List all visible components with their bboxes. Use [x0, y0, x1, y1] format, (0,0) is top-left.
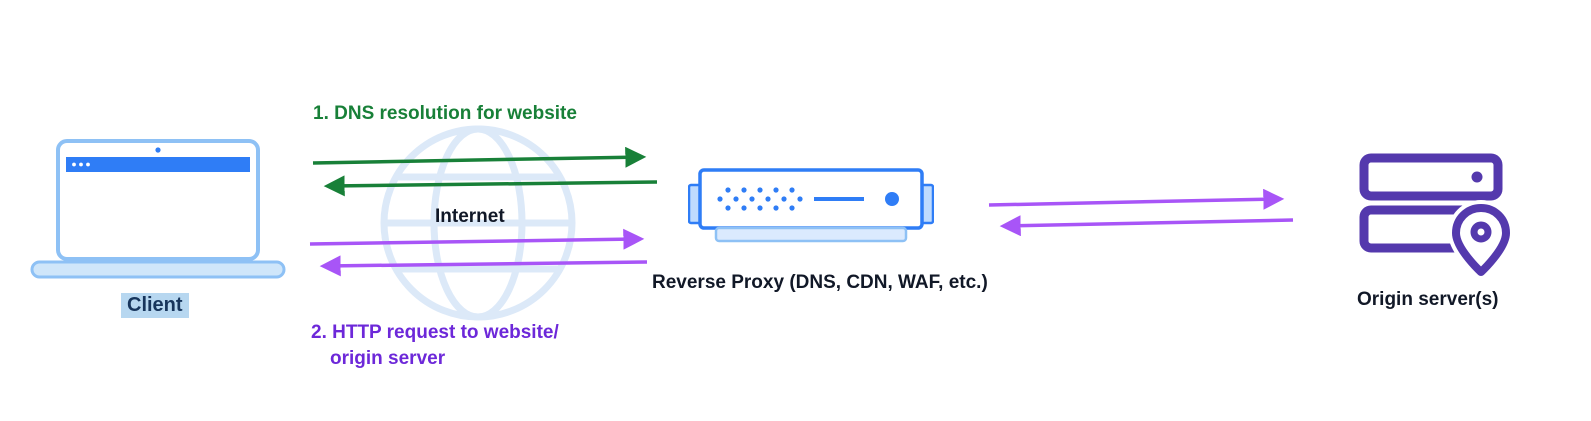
origin-rack-top [1359, 153, 1503, 201]
step2-annotation-line2: origin server [330, 348, 446, 369]
laptop-icon [30, 139, 286, 279]
reverse-proxy-icon [688, 168, 934, 243]
location-pin-icon [1447, 199, 1515, 280]
origin-server-label: Origin server(s) [1357, 289, 1499, 310]
origin-rack-dot [1471, 171, 1483, 183]
step2-annotation-line1: 2. HTTP request to website/ [311, 322, 559, 343]
dns-request-arrow [312, 146, 647, 168]
http-request-arrow [309, 228, 645, 250]
proxy-to-origin-arrow [988, 188, 1285, 210]
dns-response-arrow [323, 175, 658, 197]
proxy-dot-pattern [717, 187, 803, 211]
internet-label: Internet [435, 206, 505, 227]
reverse-proxy-label: Reverse Proxy (DNS, CDN, WAF, etc.) [652, 272, 988, 293]
origin-server-icon [1359, 153, 1515, 280]
client-label: Client [121, 293, 189, 318]
proxy-indicator-dot [885, 192, 899, 206]
laptop-titlebar [66, 157, 250, 172]
proxy-base [714, 226, 908, 243]
origin-to-proxy-arrow [999, 215, 1294, 237]
globe-icon [380, 125, 576, 321]
laptop-base [30, 260, 286, 279]
http-response-arrow [319, 255, 648, 277]
laptop-camera-dot [155, 147, 161, 153]
step1-annotation: 1. DNS resolution for website [313, 103, 577, 124]
